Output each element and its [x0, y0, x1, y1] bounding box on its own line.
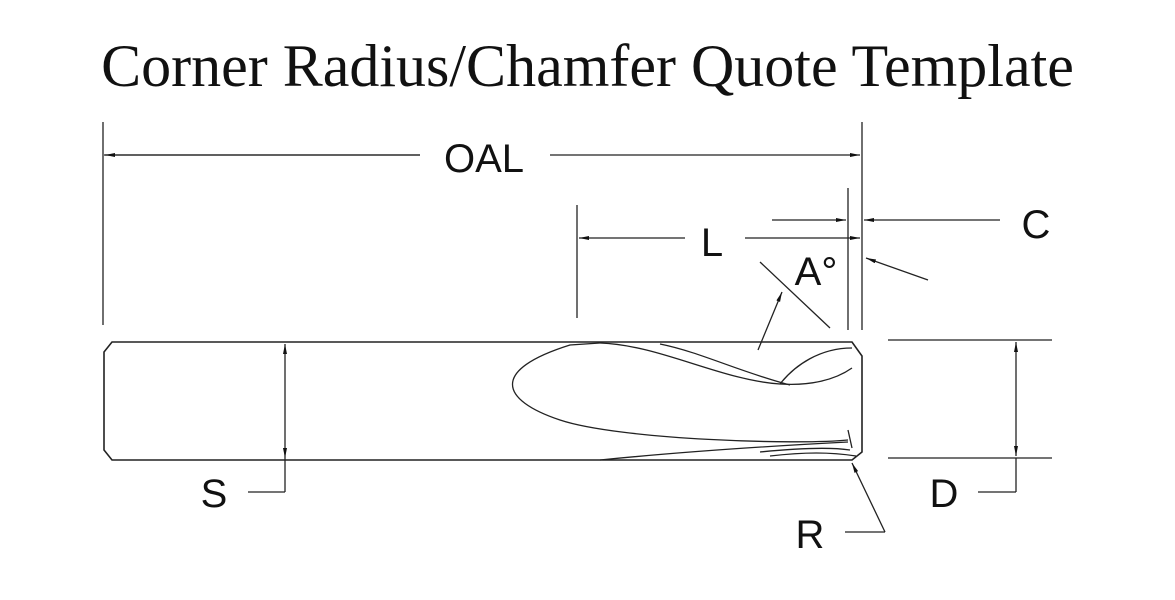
s-dimension: S	[201, 344, 287, 516]
a-label: A°	[795, 250, 838, 294]
c-dimension: C	[772, 188, 1050, 330]
r-label: R	[796, 513, 825, 557]
d-dimension: D	[888, 339, 1052, 516]
s-label: S	[201, 472, 228, 516]
l-dimension: L	[576, 205, 860, 318]
oal-dimension: OAL	[102, 122, 863, 330]
oal-label: OAL	[444, 137, 524, 181]
r-callout: R	[796, 462, 886, 557]
a-dimension: A°	[757, 250, 929, 351]
l-label: L	[701, 221, 723, 265]
page-title: Corner Radius/Chamfer Quote Template	[101, 33, 1074, 99]
d-label: D	[930, 472, 959, 516]
end-mill-body	[103, 341, 863, 461]
c-label: C	[1022, 203, 1051, 247]
